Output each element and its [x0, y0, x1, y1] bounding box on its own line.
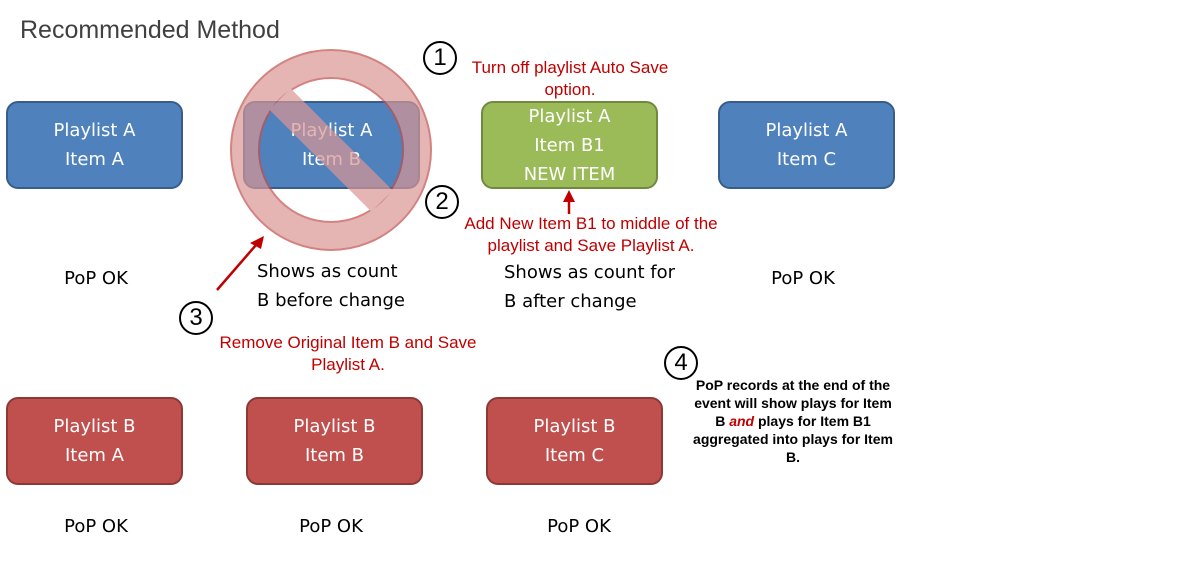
caption-line: B before change — [257, 290, 405, 311]
pop-ok-label: PoP OK — [299, 516, 363, 537]
box-line: Item A — [64, 445, 124, 466]
pop-ok-label: PoP OK — [547, 516, 611, 537]
box-line: Playlist A — [528, 105, 611, 127]
playlist-a-item-c: Playlist A Item C — [718, 101, 895, 189]
step-3-note: Remove Original Item B and Save Playlist… — [198, 332, 498, 376]
arrow-up-icon — [563, 190, 575, 214]
box-line: NEW ITEM — [523, 163, 616, 185]
note-line: playlist and Save Playlist A. — [487, 236, 695, 255]
note-line: option. — [544, 80, 596, 99]
note-text: plays for Item B1 aggregated into plays … — [693, 413, 893, 465]
box-line: Playlist B — [293, 416, 376, 437]
box-line: Item C — [776, 149, 837, 170]
box-line: Item C — [544, 445, 605, 466]
step-4-badge: 4 — [664, 346, 698, 380]
step-1-note: Turn off playlist Auto Save option. — [455, 57, 685, 101]
step-2-note: Add New Item B1 to middle of the playlis… — [441, 213, 741, 257]
caption-line: B after change — [504, 291, 637, 312]
note-line: Playlist A. — [311, 355, 385, 374]
playlist-a-item-a: Playlist A Item A — [6, 101, 183, 189]
step-1-badge: 1 — [423, 41, 457, 75]
box-line: Item B1 — [534, 134, 605, 156]
note-emphasis: and — [729, 413, 755, 429]
note-line: Add New Item B1 to middle of the — [464, 214, 718, 233]
step-4-note: PoP records at the end of the event will… — [688, 376, 898, 466]
prohibition-icon — [229, 49, 433, 251]
pop-ok-label: PoP OK — [64, 268, 128, 289]
page-title: Recommended Method — [20, 16, 280, 44]
box-line: Playlist B — [53, 416, 136, 437]
box-line: Playlist B — [533, 416, 616, 437]
caption-line: Shows as count — [257, 261, 398, 282]
arrow-diagonal-icon — [216, 236, 264, 291]
note-line: Remove Original Item B and Save — [219, 333, 477, 352]
playlist-a-item-b1-new: Playlist A Item B1 NEW ITEM — [481, 101, 658, 189]
pop-ok-label: PoP OK — [771, 268, 835, 289]
playlist-b-item-b: Playlist B Item B — [246, 397, 423, 485]
box-line: Item B — [304, 445, 365, 466]
caption-line: Shows as count for — [504, 262, 676, 283]
box-line: Item A — [64, 149, 124, 170]
step-3-badge: 3 — [179, 301, 213, 335]
note-text: PoP records at the end of the event will… — [694, 377, 892, 429]
pop-ok-label: PoP OK — [64, 516, 128, 537]
playlist-b-item-c: Playlist B Item C — [486, 397, 663, 485]
box-line: Playlist A — [765, 120, 848, 141]
step-2-badge: 2 — [425, 185, 459, 219]
note-line: Turn off playlist Auto Save — [471, 58, 669, 77]
playlist-b-item-a: Playlist B Item A — [6, 397, 183, 485]
box-line: Playlist A — [53, 120, 136, 141]
caption-before-change: Shows as count B before change — [257, 257, 405, 315]
caption-after-change: Shows as count for B after change — [504, 258, 675, 316]
